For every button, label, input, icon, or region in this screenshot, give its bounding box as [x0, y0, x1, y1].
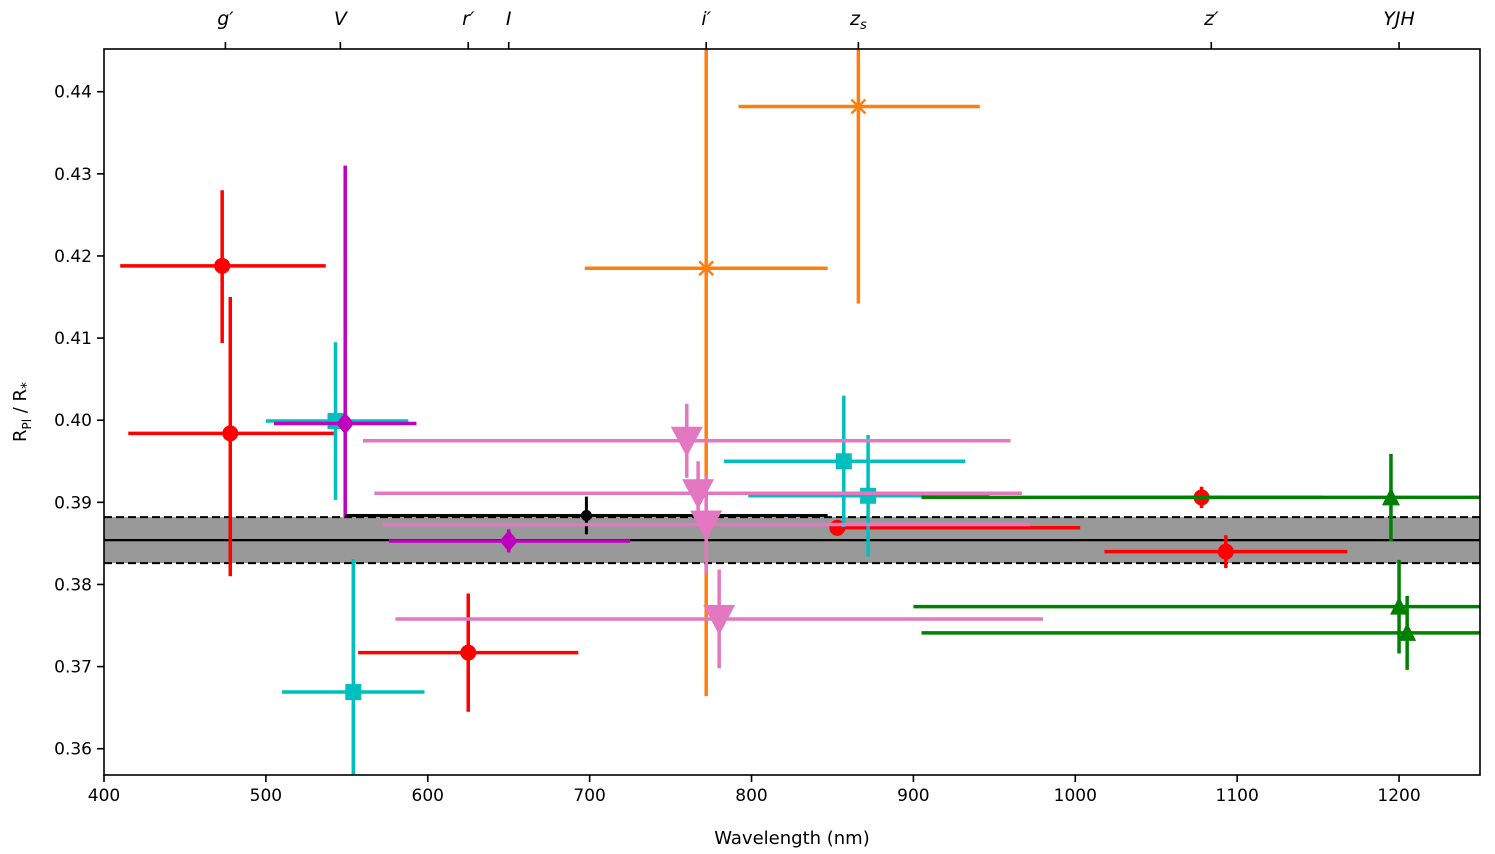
- y-tick-label: 0.44: [54, 83, 92, 103]
- y-axis-label-main: R: [10, 430, 31, 443]
- data-point-triangle-up: [1398, 622, 1417, 641]
- axes: 400 500 600 700 800 900 1000 1100 1200 0.36 0.37 0.…: [54, 8, 1421, 806]
- data-point-square: [345, 684, 362, 701]
- data-point-circle: [214, 257, 231, 274]
- data-point-diamond: [336, 412, 355, 435]
- top-band-label-sub: s: [860, 18, 867, 33]
- y-axis-label-sub1: Pl: [20, 419, 34, 430]
- top-band-label: I: [506, 8, 512, 30]
- y-axis-label-sub2: *: [19, 382, 35, 389]
- data-point-point: [580, 509, 592, 521]
- data-point-circle: [222, 425, 239, 442]
- y-tick-label: 0.41: [54, 329, 92, 349]
- x-tick-label: 400: [88, 786, 120, 806]
- data-point-square: [860, 487, 877, 504]
- y-tick-label: 0.40: [54, 411, 92, 431]
- y-axis-label-mid: / R: [10, 389, 31, 419]
- y-tick-label: 0.42: [54, 247, 92, 267]
- y-tick-label: 0.39: [54, 493, 92, 513]
- x-tick-label: 800: [735, 786, 767, 806]
- y-tick-label: 0.37: [54, 658, 92, 678]
- data-point-diamond: [499, 529, 518, 552]
- data-point-triangle-up: [1381, 487, 1400, 506]
- x-tick-label: 1100: [1216, 786, 1259, 806]
- y-tick-label: 0.36: [54, 740, 92, 760]
- data-point-triangle-down: [670, 426, 703, 457]
- data-point-square: [835, 453, 852, 470]
- x-tick-label: 600: [412, 786, 444, 806]
- top-band-label: g′: [217, 8, 234, 30]
- x-tick-label: 1000: [1054, 786, 1097, 806]
- plot-frame: [103, 48, 1481, 776]
- data-point-triangle-up: [1390, 596, 1409, 615]
- data-point-circle: [460, 644, 477, 661]
- top-band-label: YJH: [1383, 8, 1415, 30]
- data-point-x: [698, 259, 715, 278]
- plot-area: [104, 49, 1480, 775]
- top-band-label: V: [334, 8, 349, 30]
- x-tick-label: 900: [897, 786, 929, 806]
- y-tick-label: 0.38: [54, 575, 92, 595]
- top-band-label: i′: [701, 8, 711, 30]
- data-point-circle: [1217, 543, 1234, 560]
- y-tick-label: 0.43: [54, 165, 92, 185]
- top-band-label: z′: [1203, 8, 1219, 30]
- top-band-label-main: z: [849, 8, 861, 30]
- y-axis-label: RPl / R*: [10, 382, 35, 442]
- data-point-triangle-down: [690, 510, 723, 541]
- x-axis-label: Wavelength (nm): [714, 828, 870, 849]
- top-band-label: r′: [462, 8, 475, 30]
- data-point-triangle-down: [703, 604, 736, 635]
- data-point-x: [850, 97, 867, 116]
- top-band-label: zs: [849, 8, 867, 33]
- x-tick-label: 700: [573, 786, 605, 806]
- x-tick-label: 1200: [1377, 786, 1420, 806]
- x-tick-label: 500: [250, 786, 282, 806]
